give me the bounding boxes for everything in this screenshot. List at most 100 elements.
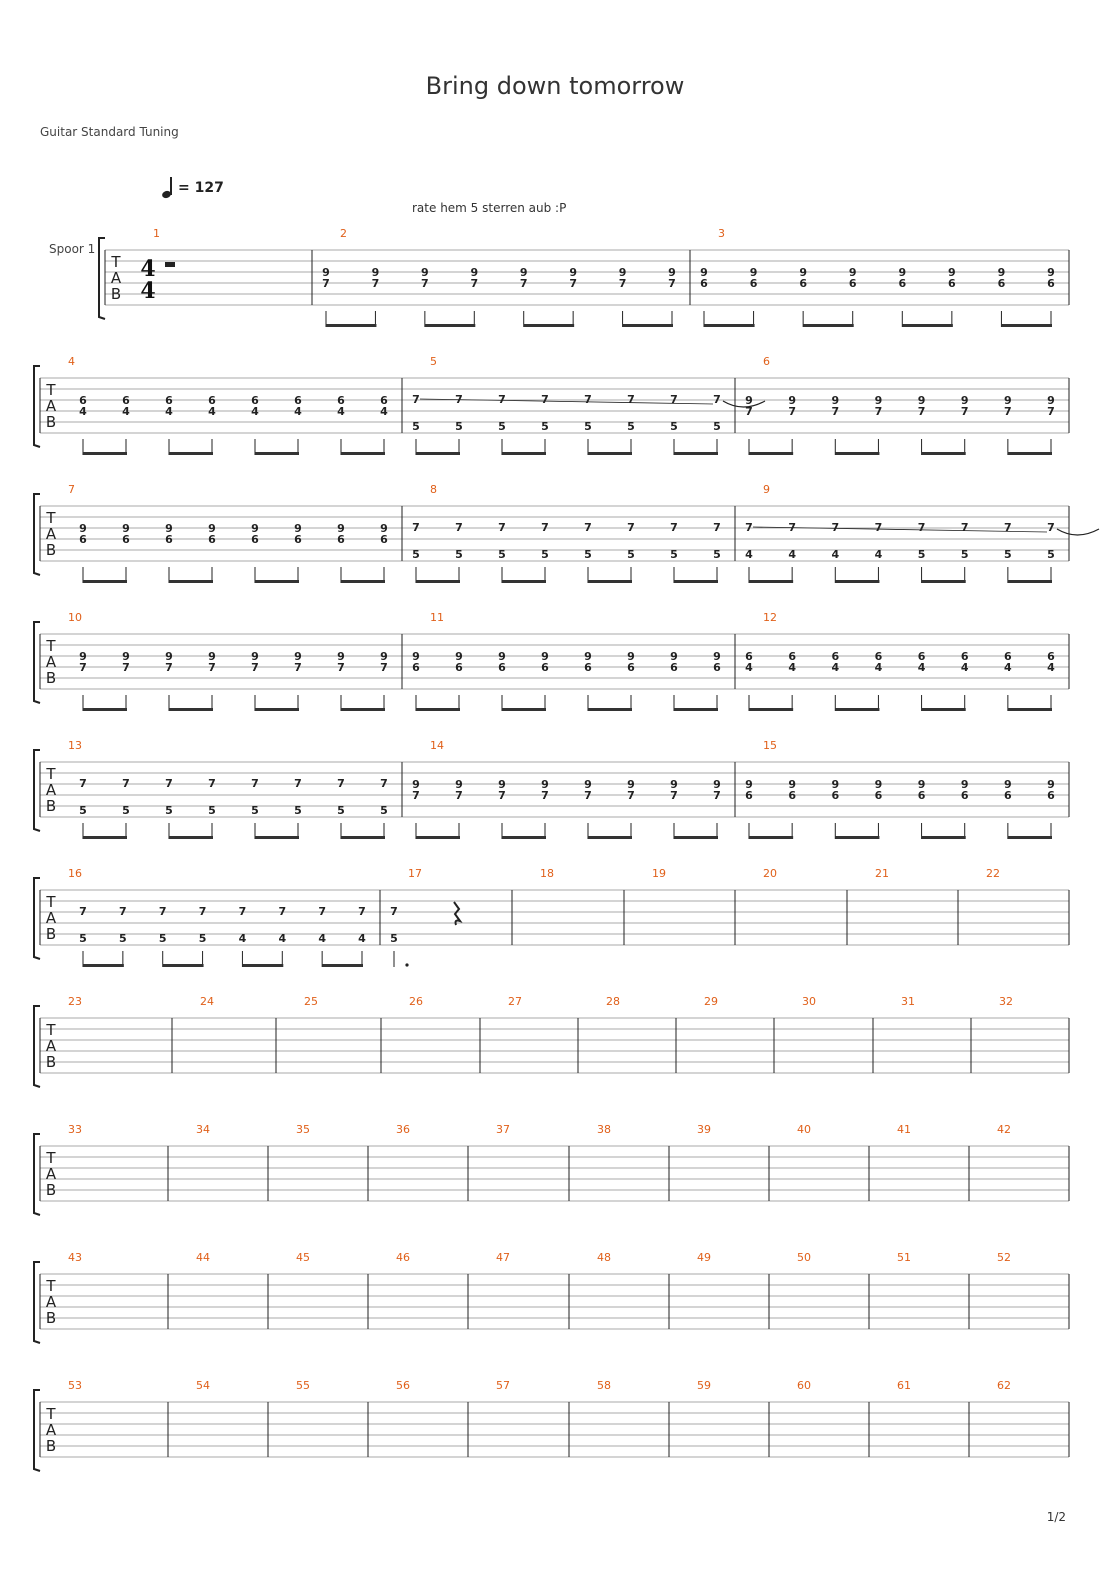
- fret-number: 5: [165, 804, 173, 817]
- measure-number: 51: [897, 1251, 911, 1264]
- system-bracket: [98, 237, 106, 320]
- beam: [242, 964, 284, 967]
- beam: [502, 452, 546, 455]
- fret-number: 9: [898, 266, 906, 279]
- fret-number: 6: [337, 533, 345, 546]
- fret-number: 9: [831, 778, 839, 791]
- fret-number: 5: [159, 932, 167, 945]
- fret-number: 9: [670, 650, 678, 663]
- fret-number: 5: [199, 932, 207, 945]
- beam: [416, 836, 460, 839]
- fret-number: 6: [498, 661, 506, 674]
- fret-number: 7: [358, 905, 366, 918]
- fret-number: 7: [745, 405, 753, 418]
- fret-number: 5: [1004, 548, 1012, 561]
- measure-number: 7: [68, 483, 75, 496]
- fret-number: 9: [208, 522, 216, 535]
- measure-number: 19: [652, 867, 666, 880]
- fret-number: 9: [165, 522, 173, 535]
- fret-number: 5: [390, 932, 398, 945]
- fret-number: 7: [619, 277, 627, 290]
- fret-number: 9: [1047, 394, 1055, 407]
- measure-number: 8: [430, 483, 437, 496]
- beam: [902, 324, 953, 327]
- fret-number: 9: [788, 394, 796, 407]
- fret-number: 7: [498, 521, 506, 534]
- measure-number: 4: [68, 355, 75, 368]
- tab-clef-letter: A: [46, 1165, 57, 1183]
- beam: [255, 580, 299, 583]
- beam: [416, 580, 460, 583]
- beam: [523, 324, 575, 327]
- fret-number: 7: [122, 777, 130, 790]
- fret-number: 7: [455, 521, 463, 534]
- fret-number: 6: [455, 661, 463, 674]
- measure-number: 34: [196, 1123, 210, 1136]
- fret-number: 7: [199, 905, 207, 918]
- measure-number: 16: [68, 867, 82, 880]
- fret-number: 5: [380, 804, 388, 817]
- fret-number: 9: [627, 778, 635, 791]
- fret-number: 7: [498, 789, 506, 802]
- fret-number: 9: [455, 650, 463, 663]
- fret-number: 4: [278, 932, 286, 945]
- fret-number: 9: [918, 394, 926, 407]
- fret-number: 9: [1004, 394, 1012, 407]
- slide-line: [752, 526, 1048, 533]
- fret-number: 7: [79, 777, 87, 790]
- fret-number: 7: [294, 777, 302, 790]
- fret-number: 6: [875, 789, 883, 802]
- fret-number: 6: [122, 533, 130, 546]
- quarter-rest: [453, 901, 463, 926]
- fret-number: 9: [412, 650, 420, 663]
- measure-number: 26: [409, 995, 423, 1008]
- measure-number: 2: [340, 227, 347, 240]
- beam: [169, 580, 213, 583]
- fret-number: 7: [584, 393, 592, 406]
- fret-number: 7: [668, 277, 676, 290]
- beam: [1007, 452, 1052, 455]
- beam: [416, 708, 460, 711]
- tab-clef-letter: T: [45, 509, 56, 527]
- fret-number: 7: [79, 661, 87, 674]
- fret-number: 6: [294, 394, 302, 407]
- fret-number: 9: [79, 650, 87, 663]
- fret-number: 7: [1047, 405, 1055, 418]
- fret-number: 6: [1047, 650, 1055, 663]
- tab-clef-letter: T: [45, 1277, 56, 1295]
- measure-number: 44: [196, 1251, 210, 1264]
- fret-number: 9: [745, 394, 753, 407]
- fret-number: 6: [1004, 789, 1012, 802]
- fret-number: 7: [670, 393, 678, 406]
- fret-number: 6: [713, 661, 721, 674]
- tab-clef-letter: A: [46, 781, 57, 799]
- fret-number: 9: [948, 266, 956, 279]
- fret-number: 7: [961, 405, 969, 418]
- fret-number: 6: [165, 394, 173, 407]
- fret-number: 5: [122, 804, 130, 817]
- fret-number: 6: [961, 789, 969, 802]
- tab-clef-letter: B: [46, 797, 56, 815]
- beam: [749, 836, 794, 839]
- fret-number: 5: [208, 804, 216, 817]
- fret-number: 6: [799, 277, 807, 290]
- measure-number: 58: [597, 1379, 611, 1392]
- fret-number: 9: [498, 650, 506, 663]
- fret-number: 9: [208, 650, 216, 663]
- measure-number: 5: [430, 355, 437, 368]
- tab-clef-letter: T: [45, 381, 56, 399]
- fret-number: 4: [745, 548, 753, 561]
- fret-number: 7: [390, 905, 398, 918]
- fret-number: 9: [251, 650, 259, 663]
- fret-number: 9: [998, 266, 1006, 279]
- beam: [341, 836, 385, 839]
- fret-number: 5: [584, 548, 592, 561]
- fret-number: 7: [541, 521, 549, 534]
- measure-number: 39: [697, 1123, 711, 1136]
- beam: [674, 452, 718, 455]
- fret-number: 7: [627, 789, 635, 802]
- beam: [169, 836, 213, 839]
- fret-number: 4: [208, 405, 216, 418]
- measure-number: 29: [704, 995, 718, 1008]
- system-bracket: [33, 621, 41, 704]
